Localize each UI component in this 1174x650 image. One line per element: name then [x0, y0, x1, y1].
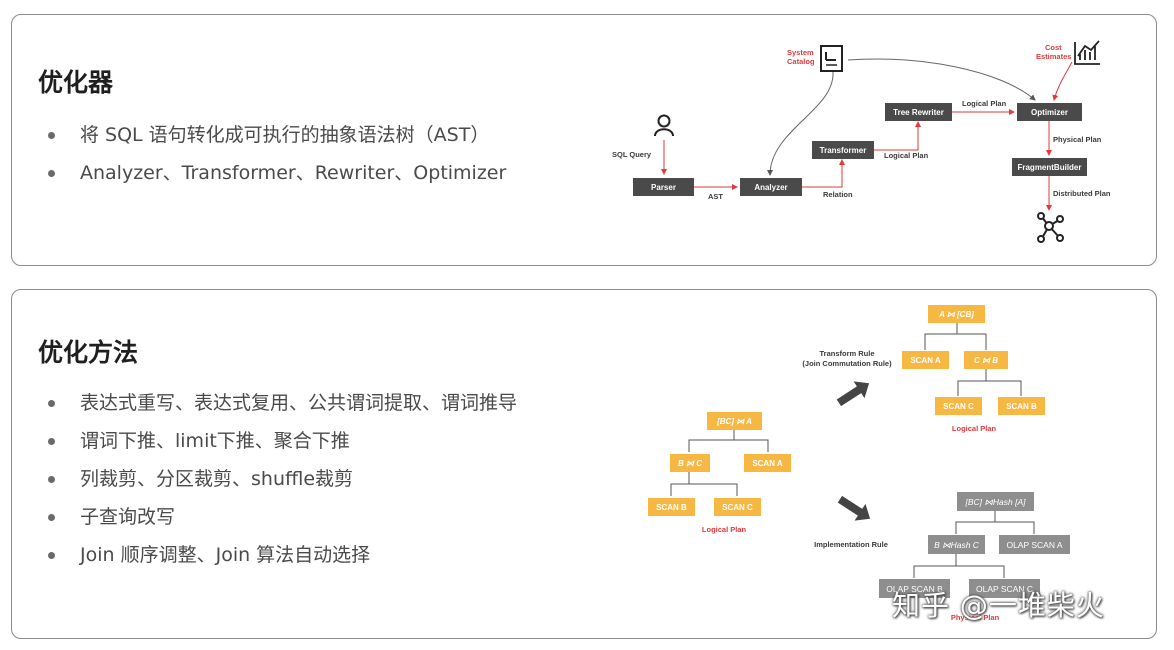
svg-text:Parser: Parser: [651, 183, 676, 192]
tree-edge: [913, 554, 1005, 578]
svg-text:B ⋈ C: B ⋈ C: [678, 459, 702, 468]
logical-plan-caption: Logical Plan: [702, 525, 747, 534]
transform-arrow-icon: [836, 381, 870, 407]
svg-text:Optimizer: Optimizer: [1031, 108, 1068, 117]
bullet-item: 子查询改写: [46, 498, 517, 536]
svg-text:SCAN C: SCAN C: [943, 402, 974, 411]
bullet-item: Join 顺序调整、Join 算法自动选择: [46, 536, 517, 574]
tree-edge: [924, 323, 987, 350]
logical-scan-a-node: SCAN A: [744, 454, 791, 472]
svg-text:Tree Rewriter: Tree Rewriter: [893, 108, 944, 117]
bullet-item: Analyzer、Transformer、Rewriter、Optimizer: [46, 154, 506, 192]
logical-scan-c-node: SCAN C: [714, 498, 761, 516]
analyzer-node: Analyzer: [740, 178, 802, 196]
optimizer-node: Optimizer: [1017, 103, 1082, 121]
svg-text:OLAP SCAN C: OLAP SCAN C: [976, 584, 1033, 594]
section-title: 优化器: [38, 68, 114, 97]
optimizer-pipeline-diagram: SQL Query Parser AST Analyzer Relation T…: [612, 40, 1111, 243]
join-commutation-label: (Join Commutation Rule): [802, 359, 892, 368]
physical-root-node: [BC] ⋈Hash [A]: [957, 492, 1034, 511]
relation-label: Relation: [823, 190, 853, 199]
cost-chart-icon: [1074, 40, 1100, 65]
svg-text:OLAP SCAN B: OLAP SCAN B: [886, 584, 943, 594]
logical-plan-label-2: Logical Plan: [962, 99, 1007, 108]
svg-text:SCAN B: SCAN B: [1006, 402, 1037, 411]
physical-join-node: B ⋈Hash C: [928, 535, 985, 554]
implementation-rule-label: Implementation Rule: [814, 540, 888, 549]
svg-text:Analyzer: Analyzer: [754, 183, 787, 192]
svg-text:[BC] ⋈ A: [BC] ⋈ A: [716, 417, 752, 426]
svg-text:[BC] ⋈Hash [A]: [BC] ⋈Hash [A]: [965, 497, 1027, 507]
transform-scan-c-node: SCAN C: [935, 397, 982, 415]
svg-text:A ⋈ [CB]: A ⋈ [CB]: [938, 310, 974, 319]
bullet-list: 将 SQL 语句转化成可执行的抽象语法树（AST） Analyzer、Trans…: [46, 116, 506, 192]
implementation-arrow-icon: [837, 495, 871, 521]
ast-label: AST: [708, 192, 723, 201]
watermark: 知乎 @一堆柴火: [892, 589, 1105, 622]
tree-rewriter-node: Tree Rewriter: [885, 103, 952, 121]
tree-edge: [688, 430, 769, 452]
catalog-document-icon: [820, 45, 843, 72]
physical-plan-caption: Physical Plan: [951, 613, 1000, 622]
user-icon: [654, 114, 674, 137]
physical-olap-scan-b-node: OLAP SCAN B: [879, 579, 950, 598]
transformer-to-rewriter-edge: [874, 121, 921, 151]
svg-text:SCAN C: SCAN C: [722, 503, 753, 512]
distributed-plan-label: Distributed Plan: [1053, 189, 1111, 198]
optimizer-card: 优化器 将 SQL 语句转化成可执行的抽象语法树（AST） Analyzer、T…: [11, 14, 1157, 266]
bullet-item: 谓词下推、limit下推、聚合下推: [46, 422, 517, 460]
section-title: 优化方法: [38, 338, 139, 367]
svg-text:SCAN B: SCAN B: [656, 503, 687, 512]
catalog-label: Catalog: [787, 57, 815, 66]
svg-text:B ⋈Hash C: B ⋈Hash C: [934, 540, 980, 550]
logical-scan-b-node: SCAN B: [648, 498, 695, 516]
physical-olap-scan-c-node: OLAP SCAN C: [969, 579, 1040, 598]
network-graph-icon: [1037, 212, 1064, 243]
transform-scan-a-node: SCAN A: [902, 351, 949, 369]
bullet-item: 表达式重写、表达式复用、公共谓词提取、谓词推导: [46, 384, 517, 422]
cost-label: Cost: [1045, 43, 1062, 52]
estimates-label: Estimates: [1036, 52, 1071, 61]
transform-scan-b-node: SCAN B: [998, 397, 1045, 415]
bullet-item: 将 SQL 语句转化成可执行的抽象语法树（AST）: [46, 116, 506, 154]
fragment-builder-node: FragmentBuilder: [1012, 158, 1087, 176]
svg-text:SCAN A: SCAN A: [910, 356, 941, 365]
system-label: System: [787, 48, 814, 57]
bullet-list: 表达式重写、表达式复用、公共谓词提取、谓词推导 谓词下推、limit下推、聚合下…: [46, 384, 517, 574]
sql-query-label: SQL Query: [612, 150, 652, 159]
transform-join-node: C ⋈ B: [964, 351, 1008, 369]
catalog-to-optimizer-edge: [847, 58, 1036, 101]
bullet-item: 列裁剪、分区裁剪、shuffle裁剪: [46, 460, 517, 498]
transform-plan-caption: Logical Plan: [952, 424, 997, 433]
catalog-to-analyzer-edge: [767, 71, 834, 176]
cost-to-optimizer-edge: [1052, 61, 1073, 101]
transformer-node: Transformer: [812, 141, 874, 159]
svg-text:FragmentBuilder: FragmentBuilder: [1017, 163, 1081, 172]
tree-edge: [957, 369, 1022, 396]
tree-edge: [955, 511, 1035, 534]
optimization-methods-card: 优化方法 表达式重写、表达式复用、公共谓词提取、谓词推导 谓词下推、limit下…: [11, 289, 1157, 639]
logical-join-node: B ⋈ C: [670, 454, 710, 472]
logical-plan-label-1: Logical Plan: [884, 151, 929, 160]
tree-edge: [670, 472, 738, 496]
svg-text:OLAP SCAN A: OLAP SCAN A: [1006, 540, 1062, 550]
physical-olap-scan-a-node: OLAP SCAN A: [999, 535, 1070, 554]
physical-plan-label: Physical Plan: [1053, 135, 1102, 144]
transform-root-node: A ⋈ [CB]: [928, 305, 985, 323]
svg-text:C ⋈ B: C ⋈ B: [974, 356, 998, 365]
svg-text:Transformer: Transformer: [820, 146, 867, 155]
parser-node: Parser: [633, 178, 694, 196]
transform-rule-label: Transform Rule: [819, 349, 874, 358]
svg-text:SCAN A: SCAN A: [752, 459, 783, 468]
analyzer-to-transformer-edge: [802, 159, 845, 188]
logical-root-node: [BC] ⋈ A: [707, 412, 762, 430]
